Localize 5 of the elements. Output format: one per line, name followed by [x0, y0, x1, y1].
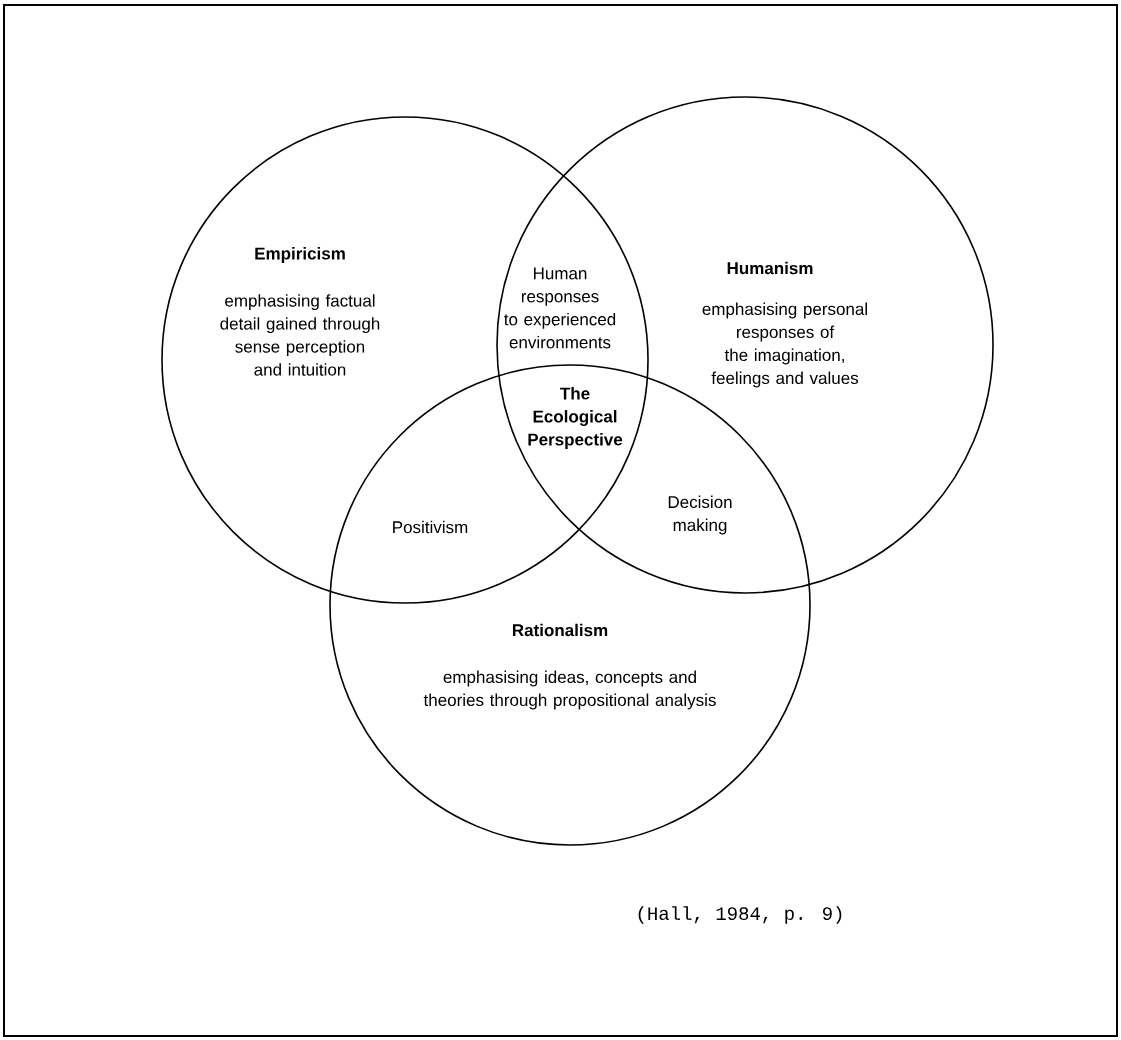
citation: (Hall, 1984, p. 9): [638, 906, 842, 924]
region-label: Human responses to experienced environments: [504, 267, 616, 349]
region-label: Positivism: [393, 520, 468, 534]
region-label: Decision making: [668, 495, 732, 535]
region-label: The Ecological Perspective: [528, 387, 623, 449]
